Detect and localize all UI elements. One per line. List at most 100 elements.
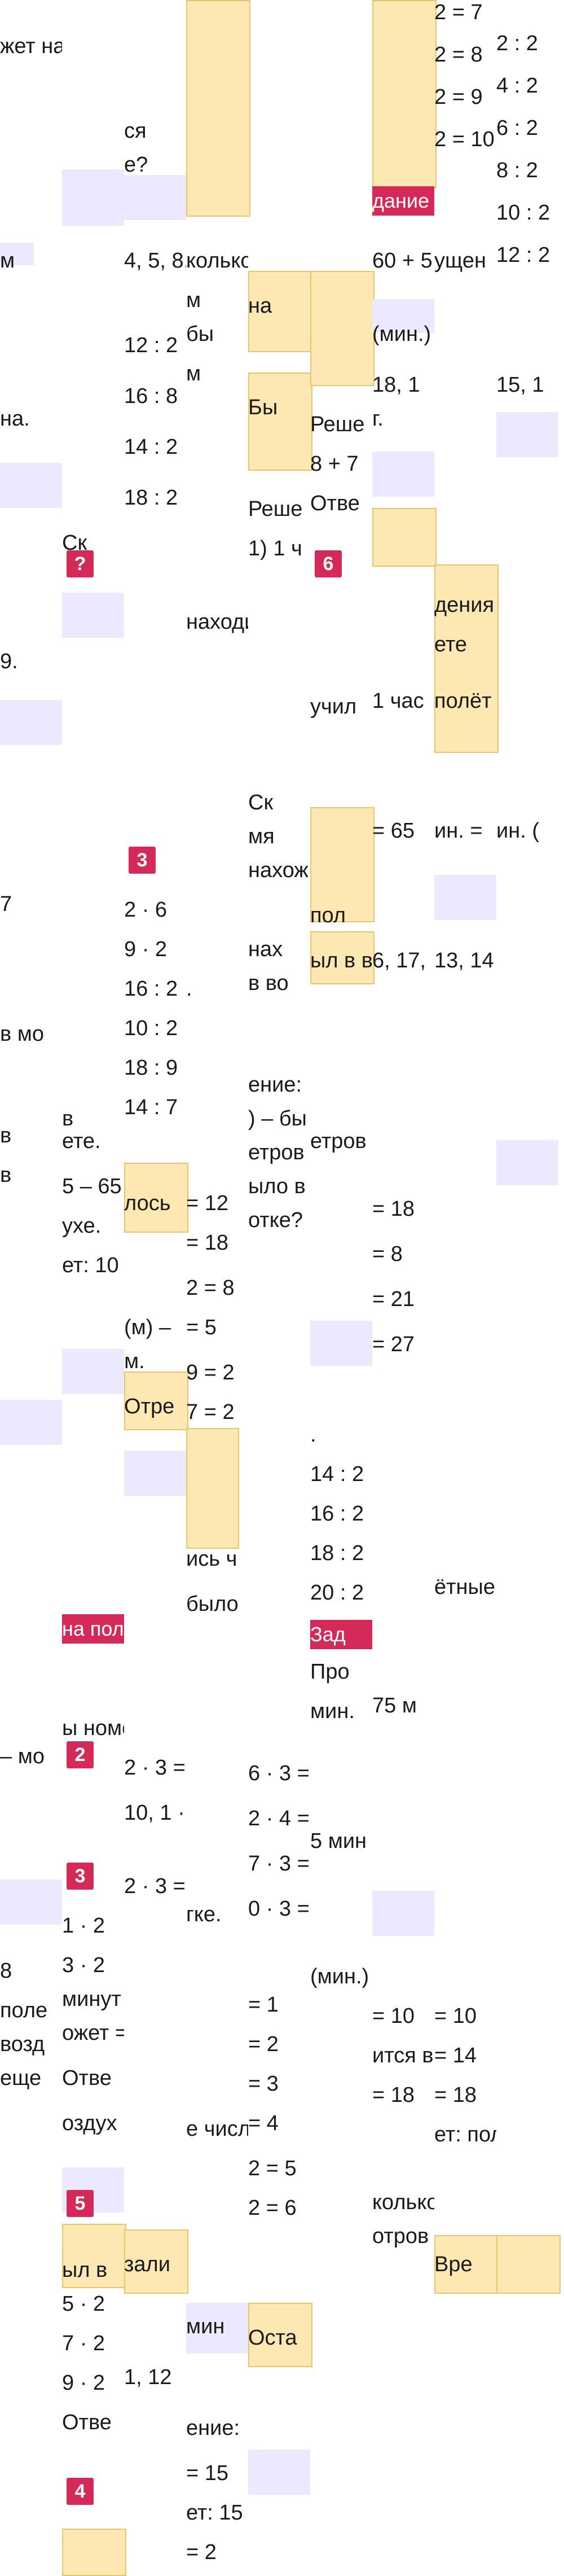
task-number-badge: 4 [67, 2478, 94, 2505]
text-fragment: = 1 [248, 1993, 279, 2017]
text-fragment: 8 : 2 [496, 159, 538, 182]
text-fragment: Оста [248, 2326, 297, 2350]
text-fragment: = 2 [248, 2032, 279, 2056]
text-fragment: 6, 17, [372, 949, 426, 972]
text-fragment: 10 : 2 [496, 201, 550, 225]
text-fragment: 16 : 2 [310, 1502, 364, 1526]
highlight-cell [186, 0, 250, 217]
decor-tile [186, 2303, 248, 2354]
text-fragment: 18 : 9 [124, 1056, 178, 1080]
decor-tile [434, 875, 496, 920]
decor-tile [62, 593, 124, 638]
decor-tile [372, 299, 434, 333]
text-fragment: 15, 1 [496, 373, 544, 397]
highlight-cell [434, 2235, 499, 2294]
text-fragment: мя [248, 825, 275, 848]
highlight-cell [248, 373, 312, 471]
text-fragment: = 18 [434, 2083, 477, 2107]
highlight-cell [310, 271, 374, 386]
text-fragment: ение: [248, 1073, 302, 1097]
text-fragment: = 14 [434, 2044, 477, 2067]
text-fragment: ухе. [62, 1214, 102, 1238]
decor-tile [0, 1400, 62, 1445]
text-fragment: возд [0, 2032, 45, 2056]
text-fragment: 0 · 3 = [248, 1897, 310, 1921]
text-fragment: ет: пол [434, 2123, 496, 2146]
text-fragment: етров [248, 1141, 305, 1164]
text-fragment: = 27 [372, 1333, 415, 1356]
text-fragment: 6 · 3 = [248, 1762, 310, 1785]
text-fragment: 2 · 6 [124, 898, 168, 922]
text-fragment: 2 = 9 [434, 85, 483, 109]
text-fragment: пол [310, 904, 346, 927]
text-fragment: поле [0, 1999, 48, 2022]
text-fragment: – мо [0, 1745, 45, 1768]
text-fragment: 5 · 2 [62, 2292, 105, 2316]
highlight-cell [310, 931, 374, 984]
text-fragment: ся [124, 119, 147, 143]
text-fragment: 12 : 2 [496, 243, 550, 267]
text-fragment: на [248, 294, 272, 318]
text-fragment: полёт [434, 689, 492, 713]
text-fragment: 7 · 3 = [248, 1852, 310, 1876]
text-fragment: 2 · 3 = [124, 1874, 186, 1898]
highlight-cell [124, 1163, 188, 1233]
text-fragment: Ск [248, 791, 274, 814]
text-fragment: жет на [0, 34, 62, 58]
text-fragment: 14 : 2 [310, 1462, 364, 1486]
text-fragment: 7 = 2 [186, 1400, 235, 1424]
text-fragment: 16 : 8 [124, 384, 178, 408]
text-fragment: ) – бы [248, 1107, 307, 1131]
text-fragment: отке? [248, 1208, 303, 1232]
text-fragment: ись ч [186, 1547, 237, 1571]
text-fragment: 10, 1 · 4 = [124, 1801, 186, 1825]
text-fragment: ы номера [62, 1716, 124, 1740]
text-fragment: (мин.) [310, 1965, 369, 1988]
text-fragment: Отве [62, 2066, 112, 2090]
section-banner: дание [372, 186, 434, 216]
text-fragment: зали [124, 2253, 170, 2276]
text-fragment: 2 · 3 = м [124, 1756, 186, 1780]
text-fragment: = 3 [248, 2072, 279, 2096]
text-fragment: ете [434, 633, 467, 656]
text-fragment: Реше [248, 497, 303, 521]
highlight-cell [434, 564, 499, 753]
text-fragment: 18 : 2 [310, 1541, 364, 1565]
decor-tile [496, 1140, 558, 1185]
text-fragment: ущен [434, 249, 486, 273]
text-fragment: ыло в [248, 1175, 306, 1198]
text-fragment: = 2 [186, 2540, 217, 2564]
text-fragment: ыл в [62, 2258, 108, 2282]
text-fragment: в [62, 1107, 74, 1131]
text-fragment: 2 = 7 [434, 1, 483, 24]
text-fragment: е? [124, 153, 148, 177]
text-fragment: = 18 [372, 2083, 415, 2107]
text-fragment: 1) 1 ч [248, 537, 302, 560]
text-fragment: 6 : 2 [496, 116, 538, 140]
text-fragment: ится в [372, 2044, 434, 2067]
decor-tile [62, 1349, 124, 1394]
text-fragment: лось [124, 1191, 171, 1215]
text-fragment: учил [310, 695, 357, 719]
highlight-cell [372, 508, 437, 567]
text-fragment: Бы [248, 396, 278, 419]
text-fragment: 8 [0, 1959, 12, 1983]
highlight-cell [310, 807, 374, 922]
text-fragment: 4, 5, 8, [124, 249, 186, 273]
text-fragment: 18, 1 [372, 373, 420, 397]
text-fragment: м. [124, 1350, 145, 1373]
text-fragment: 75 м [372, 1694, 417, 1718]
text-fragment: дения [434, 593, 495, 617]
text-fragment: нахож [248, 858, 309, 882]
text-fragment: колько [186, 249, 248, 273]
text-fragment: ожет = 10 ( [62, 2021, 124, 2045]
text-fragment: 8 + 7 [310, 452, 359, 476]
decor-tile [124, 1451, 186, 1496]
text-fragment: минут [62, 1987, 121, 2011]
text-fragment: в мо [0, 1022, 45, 1046]
text-fragment: Отве [62, 2411, 112, 2434]
text-fragment: ете. [62, 1129, 101, 1153]
text-fragment: м [0, 249, 15, 273]
highlight-cell [248, 271, 312, 352]
highlight-cell [186, 1428, 239, 1549]
